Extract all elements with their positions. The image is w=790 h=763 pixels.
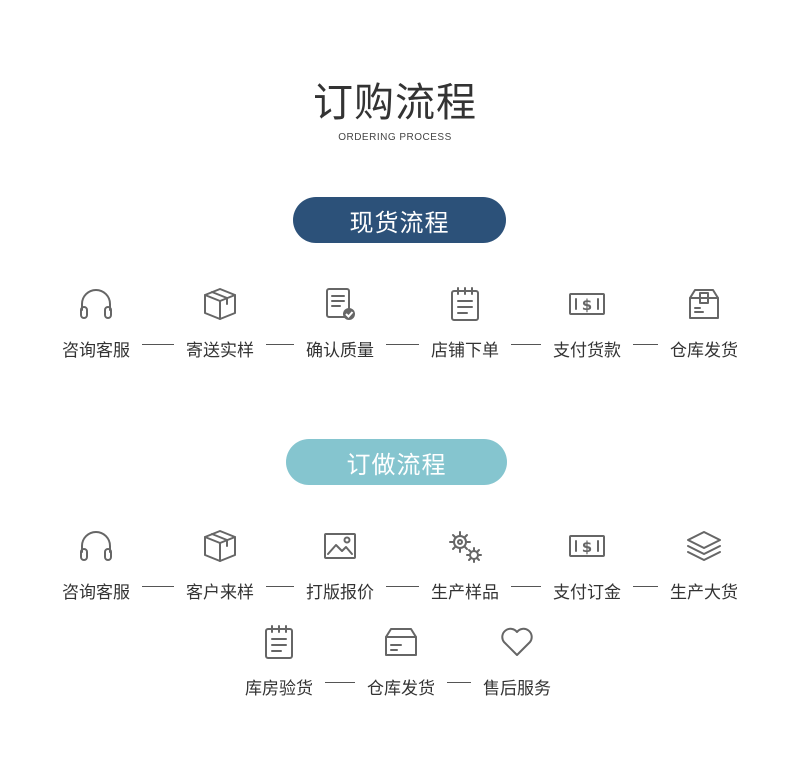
page-title: 订购流程 — [313, 80, 477, 126]
step-label: 客户来样 — [186, 583, 254, 603]
box-icon — [198, 526, 242, 566]
custom-step-7: 库房验货 — [224, 622, 334, 699]
step-label: 生产大货 — [670, 583, 738, 603]
custom-step-5: $ 支付订金 — [532, 526, 642, 603]
step-label: 库房验货 — [245, 679, 313, 699]
step-label: 咨询客服 — [62, 583, 130, 603]
clipboard-icon — [257, 622, 301, 662]
custom-step-3: 打版报价 — [285, 526, 395, 603]
layers-icon — [682, 526, 726, 566]
stock-step-3: 确认质量 — [285, 284, 395, 361]
money-icon: $ — [565, 526, 609, 566]
money-icon: $ — [565, 284, 609, 324]
custom-step-1: 咨询客服 — [41, 526, 151, 603]
connector-line — [386, 586, 419, 587]
connector-line — [266, 586, 294, 587]
step-label: 售后服务 — [483, 679, 551, 699]
svg-text:$: $ — [582, 296, 592, 314]
checklist-icon — [318, 284, 362, 324]
package-icon — [682, 284, 726, 324]
heart-icon — [495, 622, 539, 662]
gears-icon — [443, 526, 487, 566]
stock-process-pill: 现货流程 — [293, 197, 506, 243]
stock-step-1: 咨询客服 — [41, 284, 151, 361]
step-label: 确认质量 — [306, 341, 374, 361]
stock-step-4: 店铺下单 — [410, 284, 520, 361]
connector-line — [142, 586, 174, 587]
box-icon — [198, 284, 242, 324]
card-box-icon — [379, 622, 423, 662]
stock-step-6: 仓库发货 — [649, 284, 759, 361]
custom-step-6: 生产大货 — [649, 526, 759, 603]
custom-process-pill: 订做流程 — [286, 439, 507, 485]
step-label: 寄送实样 — [186, 341, 254, 361]
page-subtitle: ORDERING PROCESS — [338, 132, 452, 143]
custom-step-8: 仓库发货 — [346, 622, 456, 699]
headset-icon — [74, 526, 118, 566]
connector-line — [386, 344, 419, 345]
step-label: 店铺下单 — [431, 341, 499, 361]
connector-line — [633, 344, 658, 345]
step-label: 打版报价 — [306, 583, 374, 603]
custom-step-9: 售后服务 — [462, 622, 572, 699]
connector-line — [633, 586, 658, 587]
step-label: 仓库发货 — [367, 679, 435, 699]
clipboard-icon — [443, 284, 487, 324]
connector-line — [325, 682, 355, 683]
svg-text:$: $ — [582, 538, 592, 556]
connector-line — [511, 344, 541, 345]
connector-line — [266, 344, 294, 345]
step-label: 仓库发货 — [670, 341, 738, 361]
step-label: 支付订金 — [553, 583, 621, 603]
stock-step-5: $ 支付货款 — [532, 284, 642, 361]
custom-step-2: 客户来样 — [165, 526, 275, 603]
headset-icon — [74, 284, 118, 324]
connector-line — [142, 344, 174, 345]
step-label: 支付货款 — [553, 341, 621, 361]
stock-step-2: 寄送实样 — [165, 284, 275, 361]
connector-line — [447, 682, 471, 683]
step-label: 咨询客服 — [62, 341, 130, 361]
connector-line — [511, 586, 541, 587]
custom-step-4: 生产样品 — [410, 526, 520, 603]
step-label: 生产样品 — [431, 583, 499, 603]
image-icon — [318, 526, 362, 566]
